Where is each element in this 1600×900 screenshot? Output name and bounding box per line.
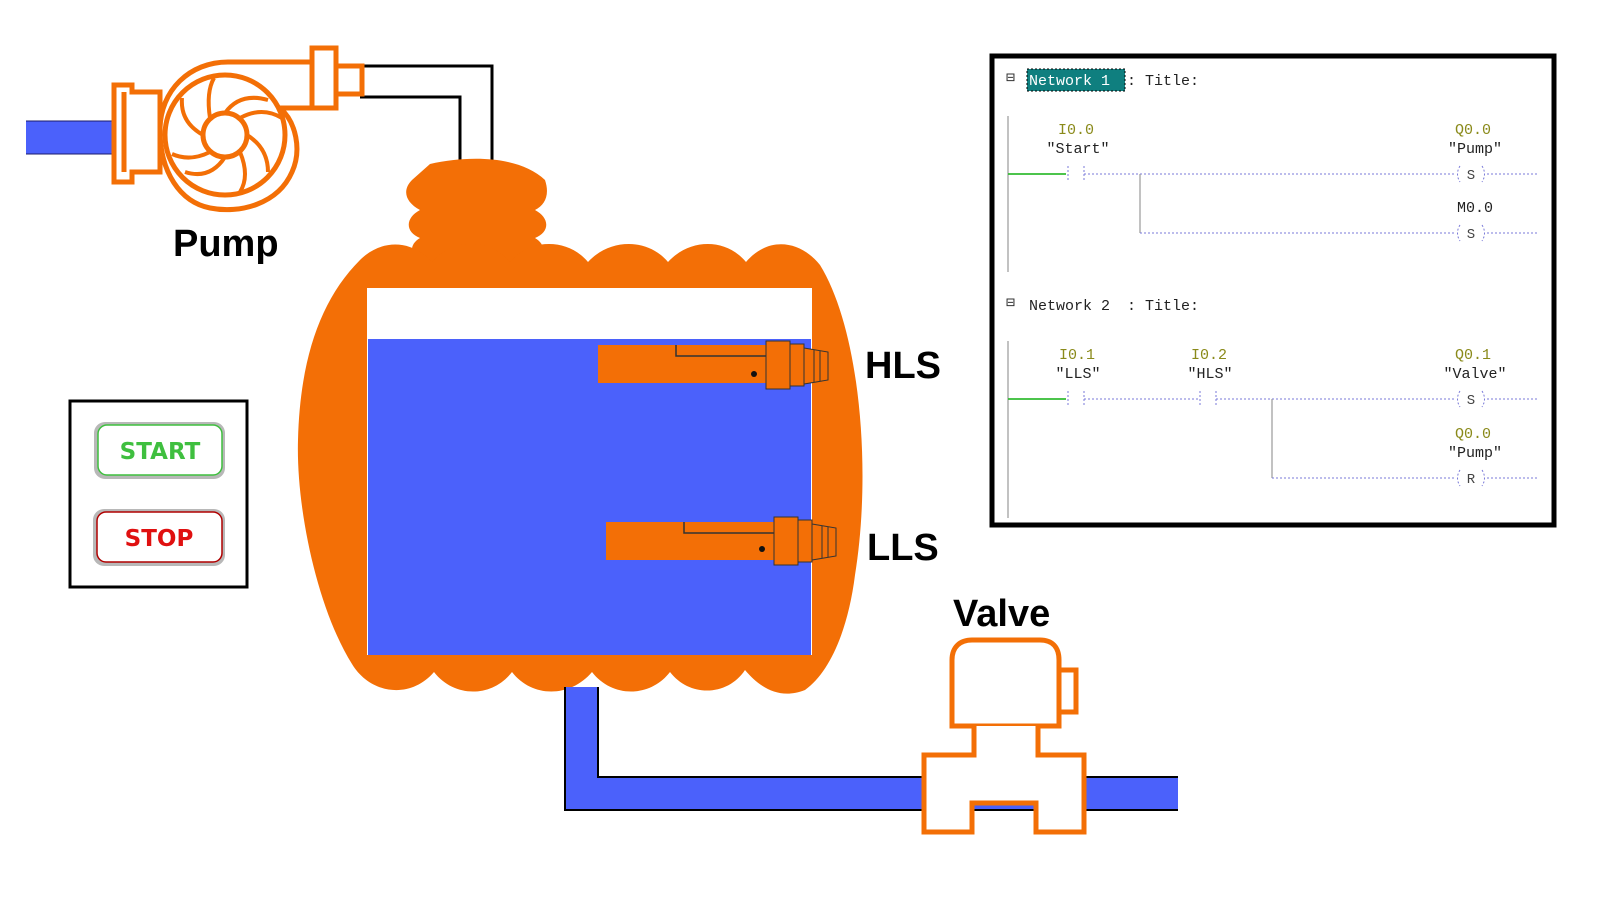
network-1-selection [1027, 69, 1125, 91]
coil-symbol: "Pump" [1448, 445, 1502, 462]
network-2: ⊟ Network 2 : Title: I0.1 "LLS" I0.2 "HL… [1006, 295, 1537, 518]
stop-button[interactable]: STOP [93, 509, 225, 566]
pump-outlet-pipe [360, 64, 494, 162]
set-coil[interactable]: S [1457, 390, 1485, 409]
coil-type: S [1467, 227, 1475, 243]
coil-address: Q0.1 [1455, 347, 1491, 364]
start-button[interactable]: START [94, 422, 225, 479]
coil-symbol: "Pump" [1448, 141, 1502, 158]
set-coil[interactable]: S [1457, 224, 1485, 243]
coil-type: S [1467, 168, 1475, 184]
coil-address: Q0.0 [1455, 122, 1491, 139]
solenoid-valve-icon [921, 637, 1087, 835]
network-1-label[interactable]: Network 1 [1029, 73, 1110, 90]
level-sensor-icon [598, 340, 829, 390]
lls-label: LLS [867, 527, 939, 569]
coil-type: R [1467, 472, 1476, 488]
collapse-box-icon[interactable]: ⊟ [1006, 295, 1015, 312]
level-sensor-icon [606, 516, 837, 566]
stop-button-label: STOP [125, 526, 194, 552]
pump-label: Pump [173, 223, 279, 265]
hls-label: HLS [865, 345, 941, 387]
ladder-panel [989, 53, 1557, 528]
collapse-box-icon[interactable]: ⊟ [1006, 70, 1015, 87]
set-coil[interactable]: S [1457, 165, 1485, 184]
network-1-title: : Title: [1127, 73, 1199, 90]
tank [297, 158, 863, 694]
contact-address: I0.0 [1058, 122, 1094, 139]
reset-coil[interactable]: R [1457, 469, 1485, 488]
network-1: ⊟ Network 1 : Title: I0.0 "Start" Q0.0 "… [1006, 68, 1537, 272]
network-2-title: : Title: [1127, 298, 1199, 315]
centrifugal-pump-icon [111, 45, 365, 213]
contact-symbol: "Start" [1046, 141, 1109, 158]
valve-label: Valve [953, 593, 1050, 635]
coil-address: Q0.0 [1455, 426, 1491, 443]
coil-symbol: "Valve" [1443, 366, 1506, 383]
coil-address: M0.0 [1457, 200, 1493, 217]
start-button-label: START [120, 439, 201, 465]
contact-address: I0.2 [1191, 347, 1227, 364]
contact-address: I0.1 [1059, 347, 1095, 364]
contact-symbol: "LLS" [1055, 366, 1100, 383]
water-level [368, 339, 811, 655]
contact-symbol: "HLS" [1187, 366, 1232, 383]
inlet-pipe [26, 120, 118, 155]
network-2-label[interactable]: Network 2 [1029, 298, 1110, 315]
coil-type: S [1467, 393, 1475, 409]
